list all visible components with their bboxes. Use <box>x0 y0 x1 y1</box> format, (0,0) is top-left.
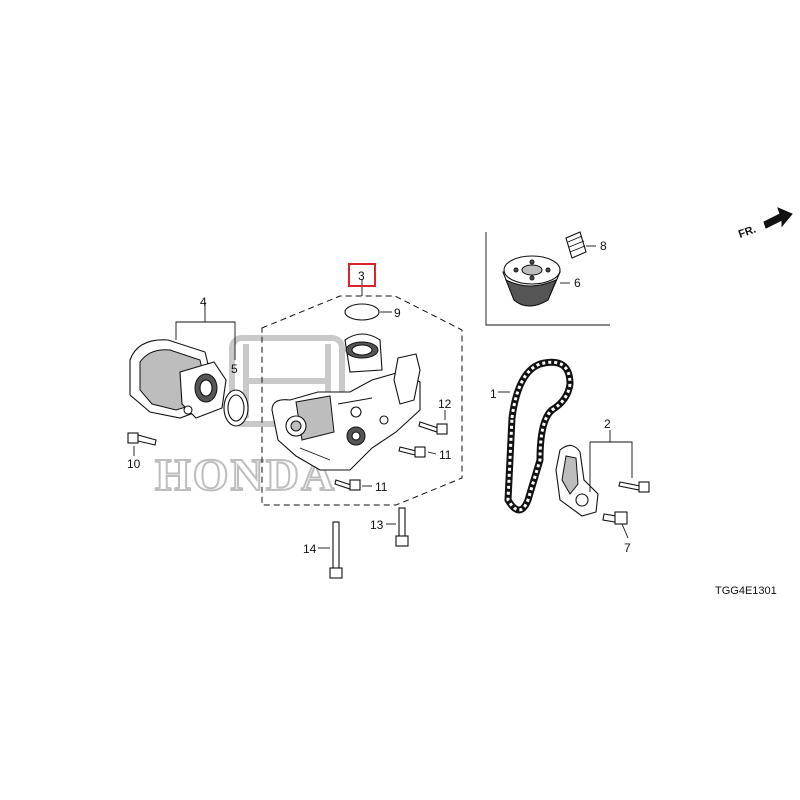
oil-strainer-housing[interactable] <box>129 339 227 419</box>
callout-13[interactable]: 13 <box>370 518 384 532</box>
callout-5[interactable]: 5 <box>231 362 238 376</box>
bolt-12[interactable] <box>418 421 448 435</box>
tensioner-pivot-bolt[interactable] <box>602 511 628 525</box>
oil-filter[interactable] <box>502 255 561 307</box>
callout-10[interactable]: 10 <box>127 457 141 471</box>
callout-11-lower[interactable]: 11 <box>375 480 388 494</box>
callout-8[interactable]: 8 <box>600 239 607 253</box>
bolt-11-lower[interactable] <box>334 479 361 491</box>
diagram-code: TGG4E1301 <box>715 585 777 597</box>
oil-pump-assembly[interactable] <box>271 333 421 471</box>
callout-9[interactable]: 9 <box>394 306 401 320</box>
bolt-10[interactable] <box>127 432 157 446</box>
callout-2[interactable]: 2 <box>604 417 611 431</box>
bolt-13[interactable] <box>395 507 409 547</box>
filter-bolt[interactable] <box>565 231 587 259</box>
callout-12[interactable]: 12 <box>438 397 452 411</box>
bolt-14[interactable] <box>329 521 343 579</box>
pump-o-ring[interactable] <box>344 303 380 321</box>
chain-tensioner[interactable] <box>555 444 599 517</box>
oil-pump-chain[interactable] <box>504 358 574 514</box>
callout-1[interactable]: 1 <box>490 387 497 401</box>
callout-14[interactable]: 14 <box>303 542 317 556</box>
callout-7[interactable]: 7 <box>624 541 631 555</box>
tensioner-bolt[interactable] <box>618 481 650 493</box>
assembly-outline-3 <box>261 295 463 506</box>
callout-6[interactable]: 6 <box>574 276 581 290</box>
filter-group-frame <box>485 232 610 326</box>
direction-label: FR. <box>737 223 758 240</box>
callout-11-upper[interactable]: 11 <box>439 448 452 462</box>
callout-highlight-3 <box>348 263 376 287</box>
bolt-11-upper[interactable] <box>398 446 426 458</box>
callout-3[interactable]: 3 <box>358 269 365 283</box>
callout-4[interactable]: 4 <box>200 295 207 309</box>
strainer-o-ring[interactable] <box>223 389 249 427</box>
front-direction-arrow: FR. <box>737 207 793 241</box>
